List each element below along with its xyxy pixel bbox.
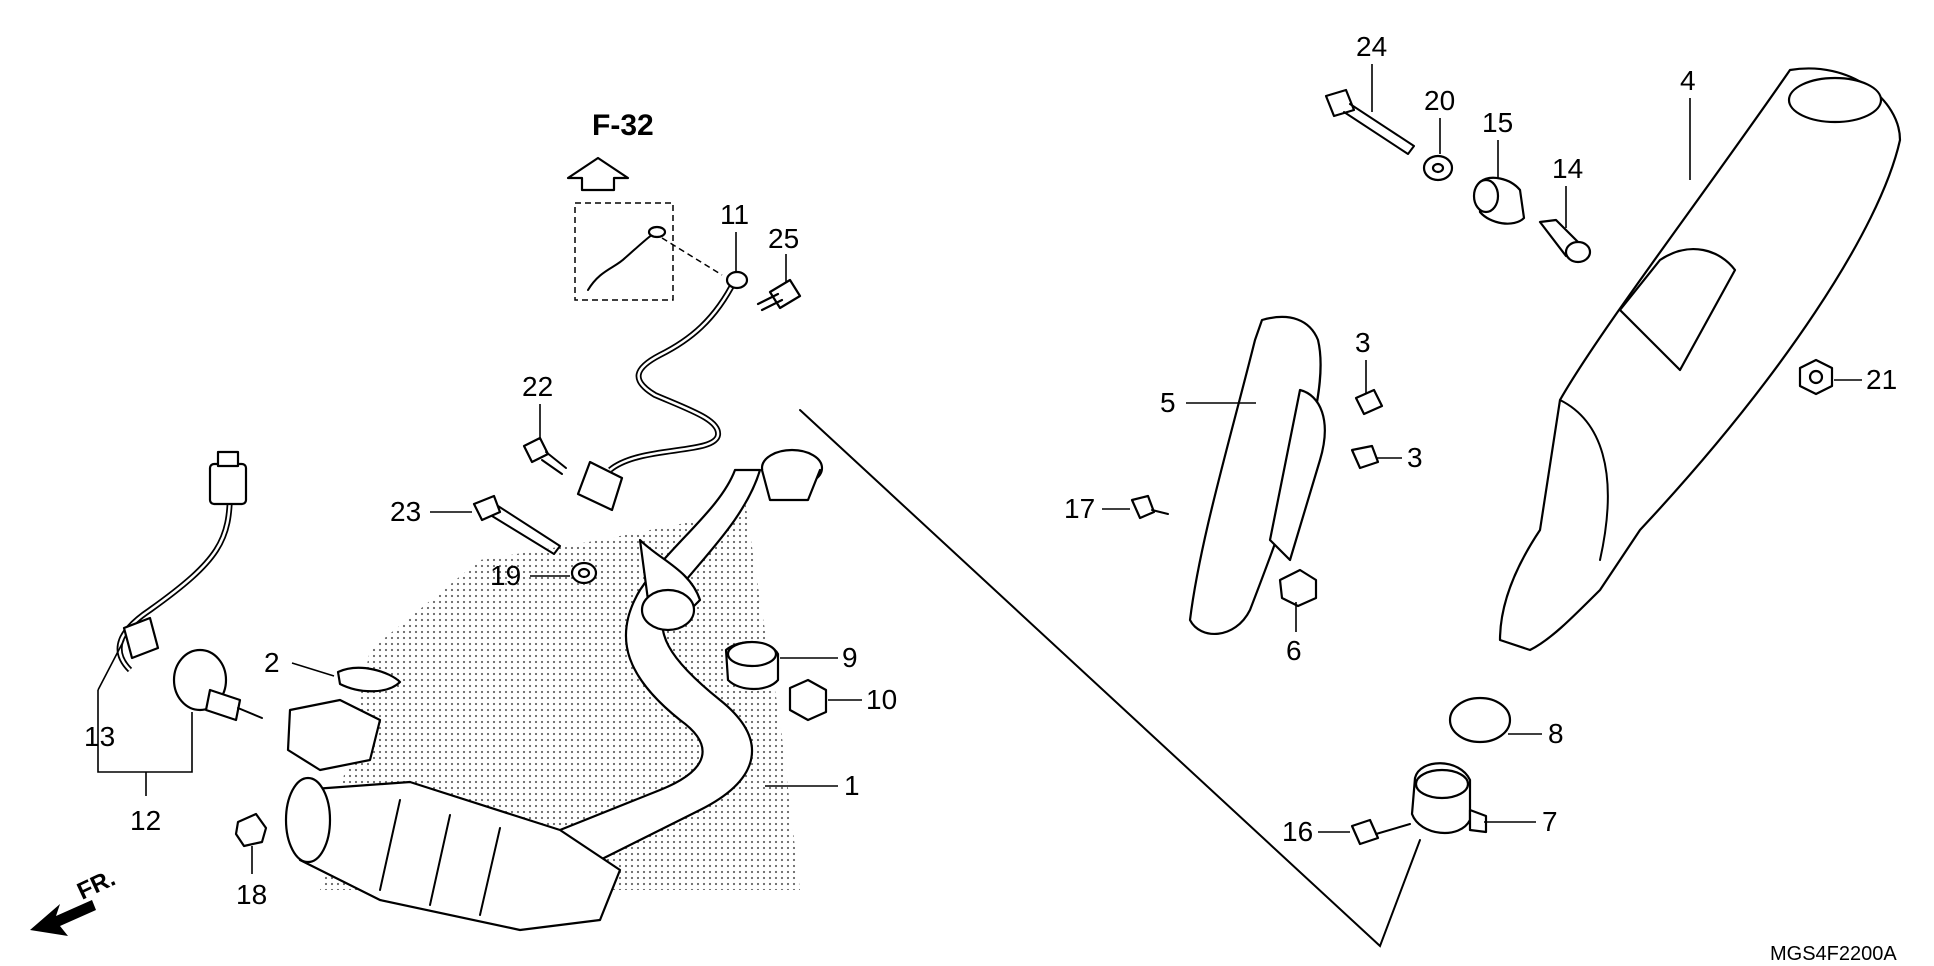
inset-box bbox=[574, 202, 674, 301]
part-13-connector bbox=[208, 462, 248, 506]
callout-24[interactable]: 24 bbox=[1356, 31, 1387, 62]
reference-label[interactable]: F-32 bbox=[592, 109, 654, 142]
callout-10[interactable]: 10 bbox=[866, 684, 897, 715]
inset-terminal bbox=[647, 225, 667, 239]
callout-8[interactable]: 8 bbox=[1548, 718, 1564, 749]
callouts: 1 2 3 3 4 5 6 7 8 9 10 11 1 bbox=[84, 31, 1897, 910]
callout-2[interactable]: 2 bbox=[264, 647, 280, 678]
callout-13[interactable]: 13 bbox=[84, 721, 115, 752]
part-10-collar bbox=[788, 678, 828, 722]
callout-23[interactable]: 23 bbox=[390, 496, 421, 527]
callout-18[interactable]: 18 bbox=[236, 879, 267, 910]
joint-indicator-line bbox=[799, 409, 1421, 948]
wire-connector-line bbox=[661, 237, 723, 276]
inset-wire bbox=[587, 227, 663, 291]
part-17-bolt bbox=[1130, 494, 1156, 520]
part-18-nut bbox=[234, 812, 268, 848]
callout-9[interactable]: 9 bbox=[842, 642, 858, 673]
part-25-bolt bbox=[756, 278, 802, 312]
part-3-clip-nut-lower bbox=[1350, 444, 1380, 470]
callout-1[interactable]: 1 bbox=[844, 770, 860, 801]
callout-17[interactable]: 17 bbox=[1064, 493, 1095, 524]
part-8-gasket bbox=[1448, 696, 1512, 744]
part-4-muffler-end bbox=[1787, 76, 1883, 124]
direction-label: FR. bbox=[73, 865, 119, 906]
callout-15[interactable]: 15 bbox=[1482, 107, 1513, 138]
callout-3-upper[interactable]: 3 bbox=[1355, 327, 1371, 358]
callout-3-lower[interactable]: 3 bbox=[1407, 442, 1423, 473]
callout-12[interactable]: 12 bbox=[130, 805, 161, 836]
callout-7[interactable]: 7 bbox=[1542, 806, 1558, 837]
part-5-heat-protector bbox=[1188, 315, 1322, 635]
up-arrow-icon bbox=[566, 156, 630, 192]
part-23-bolt bbox=[472, 494, 502, 522]
callout-4[interactable]: 4 bbox=[1680, 65, 1696, 96]
callout-22[interactable]: 22 bbox=[522, 371, 553, 402]
front-direction-arrow-icon bbox=[30, 900, 96, 936]
part-22-bolt bbox=[522, 436, 550, 464]
part-24-bolt bbox=[1324, 88, 1356, 118]
callout-16[interactable]: 16 bbox=[1282, 816, 1313, 847]
callout-11[interactable]: 11 bbox=[720, 199, 749, 230]
callout-19[interactable]: 19 bbox=[490, 560, 521, 591]
part-1-manifold-flange bbox=[286, 698, 382, 772]
part-11-bracket bbox=[576, 460, 624, 512]
part-11-eyelet bbox=[725, 270, 749, 290]
part-2-gasket bbox=[336, 666, 402, 693]
callout-25[interactable]: 25 bbox=[768, 223, 799, 254]
part-1-flange bbox=[640, 588, 696, 632]
callout-14[interactable]: 14 bbox=[1552, 153, 1583, 184]
part-6-rubber bbox=[1278, 568, 1318, 608]
callout-6[interactable]: 6 bbox=[1286, 635, 1302, 666]
diagram-code: MGS4F2200A bbox=[1770, 943, 1897, 965]
part-16-bolt bbox=[1350, 818, 1380, 846]
callout-20[interactable]: 20 bbox=[1424, 85, 1455, 116]
part-13-clip bbox=[122, 616, 160, 660]
part-3-clip-nut-upper bbox=[1354, 388, 1384, 416]
part-1-catalyst bbox=[298, 780, 622, 932]
callout-5[interactable]: 5 bbox=[1160, 387, 1176, 418]
part-4-muffler bbox=[1498, 67, 1902, 652]
callout-21[interactable]: 21 bbox=[1866, 364, 1897, 395]
